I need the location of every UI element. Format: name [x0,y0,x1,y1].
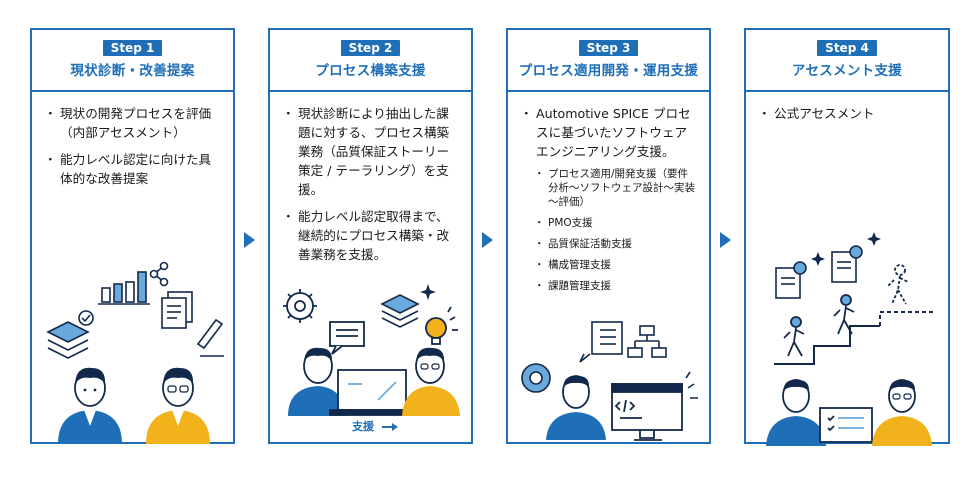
walking-person-icon [783,264,909,357]
step-1-header: Step 1 現状診断・改善提案 [32,30,233,92]
step-2-card: Step 2 プロセス構築支援 現状診断により抽出した課題に対する、プロセス構築… [268,28,473,444]
check-icon [78,310,94,326]
step-2-title: プロセス構築支援 [315,63,426,79]
step-3-badge: Step 3 [578,40,639,56]
stairs-icon [774,311,934,365]
step-1-bullet: 現状の開発プロセスを評価（内部アセスメント） [44,104,221,142]
step-1-bullet: 能力レベル認定に向けた具体的な改善提案 [44,150,221,188]
layers-icon [46,321,90,359]
arrow-right-icon [381,423,398,431]
step-2-bullets: 現状診断により抽出した課題に対する、プロセス構築業務（品質保証ストーリー策定 /… [282,104,459,272]
step-4-bullets: 公式アセスメント [758,104,936,131]
chat-icon [329,321,365,355]
lightbulb-icon [425,306,458,345]
step-4-card: Step 4 アセスメント支援 公式アセスメント [744,28,950,446]
step-3-sub-bullets: プロセス適用/開発支援（要件分析～ソフトウェア設計～実装～評価） PMO支援 品… [534,167,697,293]
flowchart-icon [627,325,667,358]
step-3-card: Step 3 プロセス適用開発・運用支援 Automotive SPICE プロ… [506,28,711,444]
document-icon [161,291,193,329]
clipboard-icon [819,407,873,443]
person-left-icon [288,347,346,416]
step-4-illustration [766,232,934,446]
step-3-header: Step 3 プロセス適用開発・運用支援 [508,30,709,92]
flow-arrow-1 [244,232,255,248]
step-3-sub-bullet: 課題管理支援 [534,279,697,293]
step-1-illustration [46,261,224,444]
step-4-title: アセスメント支援 [791,63,903,79]
sparkle-icon [420,284,436,300]
support-label: 支援 [352,420,374,433]
flow-arrow-2 [482,232,493,248]
step-3-bullet-text: Automotive SPICE プロセスに基づいたソフトウェアエンジニアリング… [536,106,691,159]
step-1-badge: Step 1 [102,40,163,56]
step-1-title: 現状診断・改善提案 [70,63,195,79]
checklist-icon [579,321,623,363]
step-3-bullet: Automotive SPICE プロセスに基づいたソフトウェアエンジニアリング… [520,104,697,293]
support-caption: 支援 [352,418,398,434]
step-3-sub-bullet: 構成管理支援 [534,258,697,272]
step-4-header: Step 4 アセスメント支援 [746,30,948,92]
person-right-icon [146,367,210,444]
laptop-icon [329,369,415,416]
person-right-icon [402,347,460,416]
step-4-badge: Step 4 [817,40,877,56]
step-3-sub-bullet: プロセス適用/開発支援（要件分析～ソフトウェア設計～実装～評価） [534,167,697,209]
step-2-bullet: 能力レベル認定取得まで、継続的にプロセス構築・改善業務を支援。 [282,207,459,264]
donut-chart-icon [521,363,551,393]
step-2-header: Step 2 プロセス構築支援 [270,30,471,92]
share-icon [149,261,169,287]
flow-arrow-3 [720,232,731,248]
step-3-sub-bullet: 品質保証活動支援 [534,237,697,251]
sparkle-icon [811,232,881,266]
certificate-icon [775,245,863,299]
person-left-icon [58,367,122,444]
step-4-bullet: 公式アセスメント [758,104,936,123]
step-2-illustration [283,284,460,416]
step-2-badge: Step 2 [340,40,401,56]
step-3-title: プロセス適用開発・運用支援 [518,63,699,79]
step-3-sub-bullet: PMO支援 [534,216,697,230]
step-1-card: Step 1 現状診断・改善提案 現状の開発プロセスを評価（内部アセスメント） … [30,28,235,444]
step-2-bullet: 現状診断により抽出した課題に対する、プロセス構築業務（品質保証ストーリー策定 /… [282,104,459,199]
step-3-bullets: Automotive SPICE プロセスに基づいたソフトウェアエンジニアリング… [520,104,697,301]
person-right-icon [872,379,932,446]
person-left-icon [766,379,826,446]
monitor-code-icon [611,383,683,441]
step-3-illustration [521,321,698,441]
pencil-icon [196,318,224,357]
gear-icon [283,289,317,323]
layers-icon [380,294,420,328]
step-1-bullets: 現状の開発プロセスを評価（内部アセスメント） 能力レベル認定に向けた具体的な改善… [44,104,221,196]
person-left-icon [546,375,606,440]
bar-chart-icon [98,271,150,305]
sparkle-icon [685,371,698,399]
